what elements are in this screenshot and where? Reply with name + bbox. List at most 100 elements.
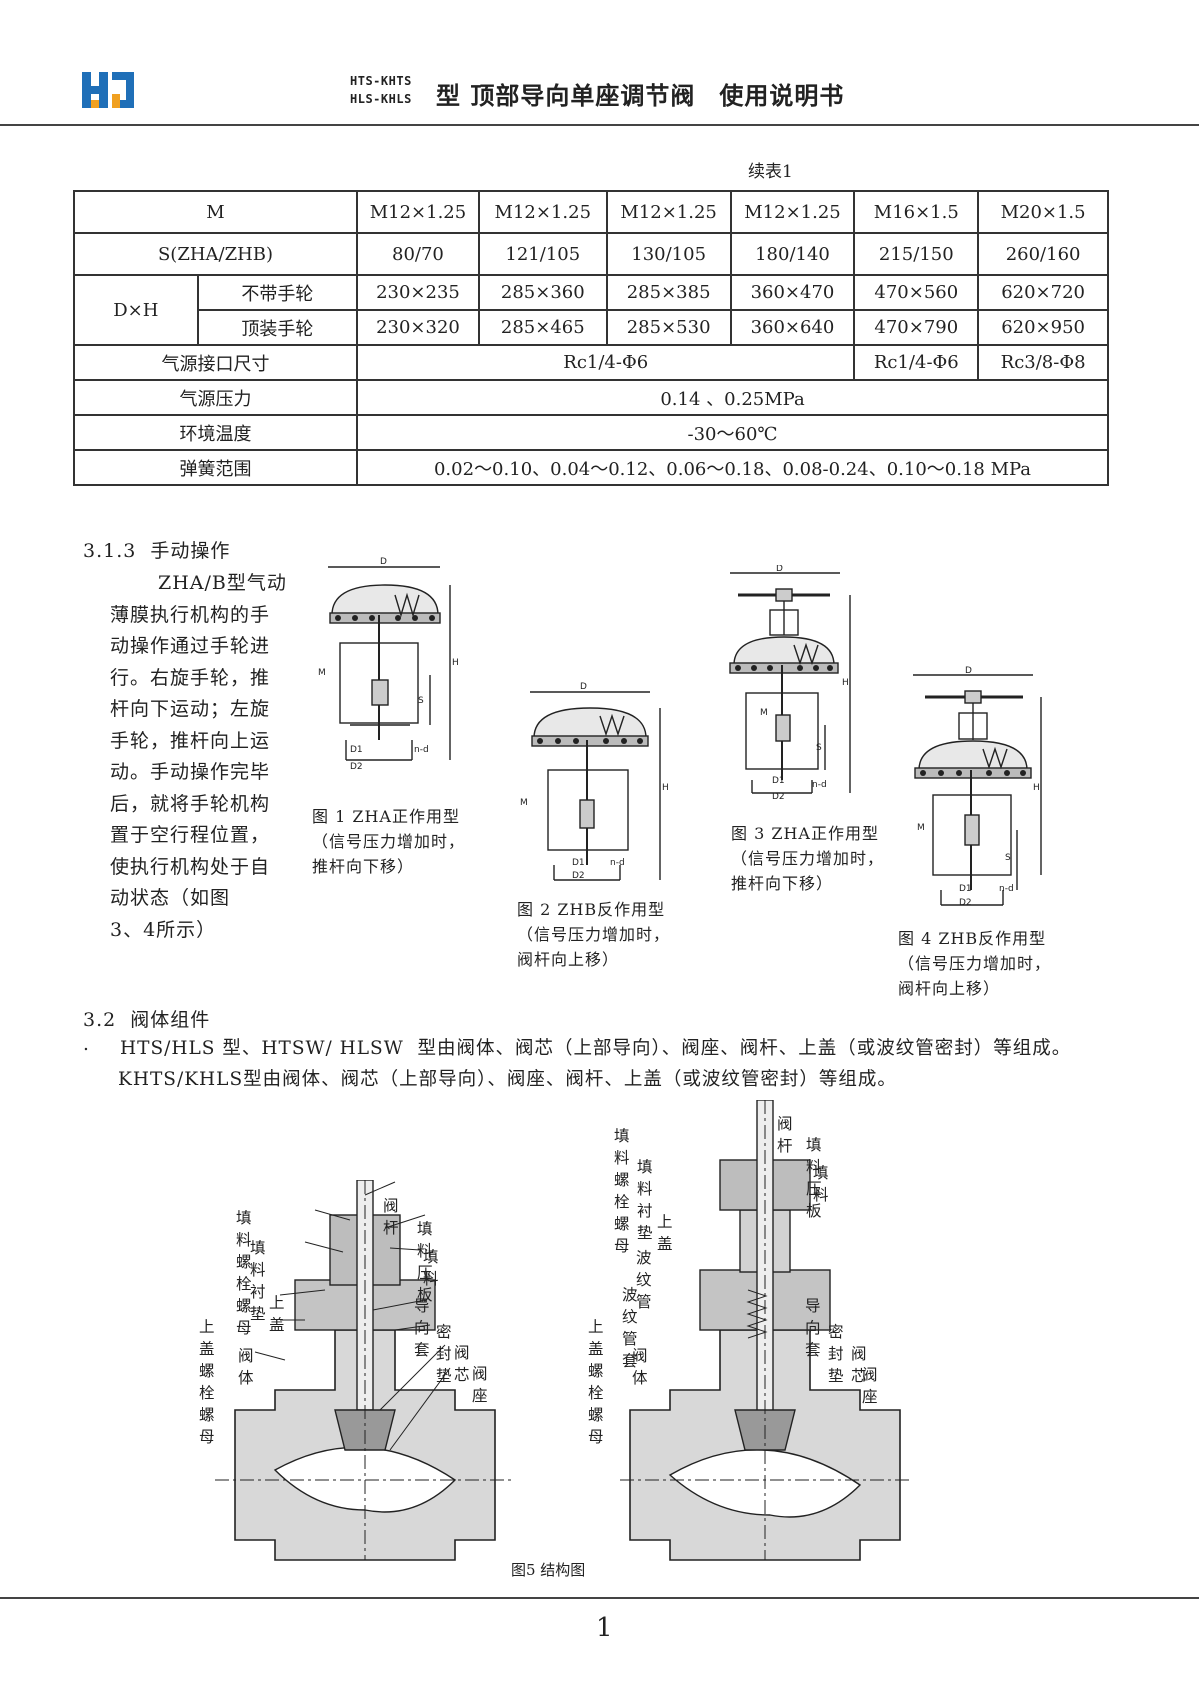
document-title: 型 顶部导向单座调节阀使用说明书: [436, 76, 844, 111]
figure-3-caption: 图 3 ZHA正作用型 （信号压力增加时， 推杆向下移）: [731, 821, 884, 896]
caption-line: （信号压力增加时，: [517, 925, 671, 944]
table-cell: 230×235: [356, 274, 480, 311]
label-packing: 填料: [423, 1248, 439, 1288]
table-caption: 续表1: [748, 162, 793, 182]
row-label-pressure: 气源压力: [72, 379, 359, 416]
section-heading-32: 3.2 阀体组件: [83, 1009, 211, 1031]
actuator-drawing-fig1: D H S M D1 D2 n-d: [318, 557, 459, 772]
table-cell: 180/140: [729, 232, 856, 276]
body-line: 动操作通过手轮进: [110, 635, 271, 657]
figure-2-caption: 图 2 ZHB反作用型 （信号压力增加时， 阀杆向上移）: [517, 897, 670, 972]
label-plug: 阀芯: [454, 1344, 470, 1384]
caption-line: 图 2 ZHB反作用型: [517, 900, 666, 919]
dim-label-h: H: [842, 678, 849, 688]
label-bolt-nut: 填料螺栓螺母: [614, 1127, 630, 1255]
table-cell: 360×640: [729, 309, 856, 346]
body-line: 行。右旋手轮，推: [110, 666, 271, 689]
section-32-line-1: HTS/HLS 型、HTSW/ HLSW 型由阀体、阀芯（上部导向）、阀座、阀杆…: [120, 1038, 1072, 1059]
dim-label-m: M: [318, 668, 326, 678]
actuator-drawing-fig3: D H S M D1 D2 n-d: [729, 565, 851, 802]
label-seat: 阀座: [862, 1366, 878, 1406]
label-bonnet: 上盖: [269, 1294, 285, 1334]
label-gland: 填料压板: [417, 1220, 433, 1304]
dim-label-h: H: [1033, 783, 1040, 793]
caption-line: 阀杆向上移）: [898, 979, 1001, 998]
row-label-top-wheel: 顶装手轮: [196, 309, 359, 346]
table-cell: 470×790: [853, 309, 980, 346]
caption-line: 图 4 ZHB反作用型: [898, 929, 1047, 948]
table-row: 气源接口尺寸 Rc1/4-Φ6 Rc1/4-Φ6 Rc3/8-Φ8: [72, 344, 1109, 381]
label-stem: 阀杆: [383, 1197, 399, 1237]
header-rule: [0, 124, 1199, 126]
actuator-drawing-fig4: D H S M D1 D2 n-d: [913, 666, 1042, 908]
table-cell: 260/160: [977, 232, 1109, 276]
label-seat: 阀座: [472, 1365, 488, 1405]
table-cell: Rc1/4-Φ6: [356, 344, 856, 381]
dim-label-s: S: [816, 743, 822, 753]
dim-label-d: D: [380, 557, 387, 567]
body-line: 使执行机构处于自: [110, 855, 271, 878]
model-code-top: HTS-KHTS: [350, 74, 412, 88]
label-gasket: 密封垫: [828, 1323, 844, 1385]
table-cell: M12×1.25: [605, 190, 732, 234]
table-cell: Rc1/4-Φ6: [853, 344, 980, 381]
body-line: 杆向下运动；左旋: [110, 698, 271, 720]
dim-label-d2: D2: [572, 871, 585, 881]
caption-line: （信号压力增加时，: [898, 954, 1052, 973]
dim-label-d2: D2: [959, 898, 972, 908]
caption-line: 推杆向下移）: [312, 857, 415, 876]
label-bolt-nut: 填料螺栓螺母: [236, 1209, 252, 1337]
table-row: 弹簧范围 0.02～0.10、0.04～0.12、0.06～0.18、0.08-…: [72, 449, 1109, 486]
body-line: 3、4所示）: [110, 918, 217, 941]
table-row: 顶装手轮 230×320 285×465 285×530 360×640 470…: [74, 309, 1109, 346]
table-cell: 620×950: [977, 309, 1109, 346]
caption-line: 推杆向下移）: [731, 874, 834, 893]
row-label-s: S(ZHA/ZHB): [72, 232, 359, 276]
dim-label-nd: n-d: [414, 745, 429, 755]
label-bellows: 波纹管: [636, 1249, 652, 1311]
table-row: D×H 不带手轮 230×235 285×360 285×385 360×470…: [73, 274, 1109, 346]
dim-label-s: S: [1005, 853, 1011, 863]
figure-5-caption: 图5 结构图: [511, 1561, 586, 1579]
caption-line: 阀杆向上移）: [517, 950, 620, 969]
figure-4-caption: 图 4 ZHB反作用型 （信号压力增加时， 阀杆向上移）: [898, 926, 1051, 1001]
table-cell: 285×465: [477, 309, 608, 346]
dim-label-d: D: [776, 565, 783, 574]
label-bonnet-bolt: 上盖螺栓螺母: [588, 1318, 604, 1446]
table-row: 环境温度 -30～60℃: [72, 414, 1109, 451]
table-cell: M12×1.25: [356, 190, 480, 234]
dim-label-d2: D2: [772, 792, 785, 802]
table-cell: Rc3/8-Φ8: [977, 344, 1109, 381]
label-stem: 阀杆: [777, 1115, 793, 1155]
row-label-spring: 弹簧范围: [72, 449, 359, 486]
body-line: 动。手动操作完毕: [110, 761, 271, 783]
table-cell: 620×720: [977, 274, 1109, 311]
section-32-line-2: KHTS/KHLS型由阀体、阀芯（上部导向）、阀座、阀杆、上盖（或波纹管密封）等…: [118, 1069, 897, 1090]
actuator-drawing-fig2: D H M D1 D2 n-d: [520, 682, 669, 881]
body-line: 手轮，推杆向上运: [110, 729, 271, 752]
label-guide: 导向套: [805, 1297, 821, 1359]
table-cell: 230×320: [356, 309, 480, 346]
caption-line: 图 3 ZHA正作用型: [731, 824, 879, 843]
table-cell: M20×1.5: [977, 190, 1109, 234]
table-cell: 80/70: [356, 232, 480, 276]
dim-label-d2: D2: [350, 762, 363, 772]
label-bonnet: 上盖: [657, 1213, 673, 1253]
dim-label-m: M: [520, 798, 528, 808]
label-washer: 填料衬垫: [637, 1158, 653, 1242]
section-313-body: ZHA/B型气动 薄膜执行机构的手 动操作通过手轮进 行。右旋手轮，推 杆向下运…: [110, 568, 290, 946]
title-part-1: 型 顶部导向单座调节阀: [436, 82, 696, 110]
label-bellows-sleeve: 波纹管套: [622, 1286, 638, 1370]
body-line: 置于空行程位置，: [110, 824, 271, 846]
dim-label-nd: n-d: [610, 858, 625, 868]
footer-rule: [0, 1597, 1199, 1599]
page-number: 1: [596, 1613, 613, 1643]
table-cell: 130/105: [605, 232, 732, 276]
company-logo: [82, 72, 134, 108]
body-line: 动状态（如图: [110, 887, 231, 909]
dim-label-nd: n-d: [812, 780, 827, 790]
table-cell: 121/105: [477, 232, 608, 276]
body-line: 薄膜执行机构的手: [110, 603, 271, 626]
label-packing: 填料: [813, 1164, 829, 1204]
table-cell: 0.14 、0.25MPa: [356, 379, 1109, 416]
